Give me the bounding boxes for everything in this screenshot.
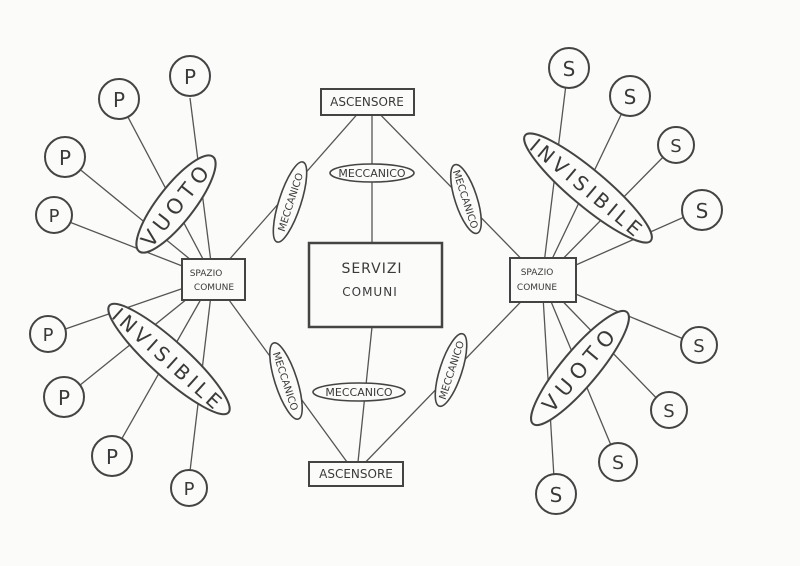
- svg-text:S: S: [693, 336, 704, 357]
- svg-text:COMUNI: COMUNI: [342, 285, 397, 299]
- svg-text:VUOTO: VUOTO: [538, 320, 624, 416]
- p-node: P: [29, 315, 67, 353]
- s-node: S: [680, 326, 718, 364]
- svg-text:VUOTO: VUOTO: [136, 158, 217, 252]
- vuoto-left-label: VUOTO: [135, 154, 217, 254]
- spazio-comune-right-box: SPAZIO COMUNE: [509, 257, 577, 303]
- meccanico-center-top: MECCANICO: [329, 163, 415, 183]
- svg-text:S: S: [670, 136, 681, 157]
- svg-text:S: S: [663, 401, 674, 422]
- svg-text:INVISIBILE: INVISIBILE: [525, 134, 650, 244]
- svg-text:ASCENSORE: ASCENSORE: [330, 95, 404, 109]
- svg-text:SPAZIO: SPAZIO: [190, 269, 223, 279]
- invisibile-left-label: INVISIBILE: [107, 302, 231, 416]
- p-node: P: [169, 55, 211, 97]
- svg-text:COMUNE: COMUNE: [517, 283, 557, 293]
- svg-text:INVISIBILE: INVISIBILE: [107, 303, 229, 416]
- invisibile-right-label: INVISIBILE: [523, 132, 653, 244]
- servizi-comuni-box: SERVIZI COMUNI: [307, 241, 444, 329]
- svg-text:S: S: [550, 483, 563, 507]
- ascensore-top-box: ASCENSORE: [320, 88, 415, 116]
- svg-text:P: P: [49, 206, 60, 227]
- s-node: S: [548, 47, 590, 89]
- svg-text:S: S: [612, 452, 624, 474]
- p-node: P: [170, 469, 208, 507]
- meccanico-bottom-right: MECCANICO: [434, 332, 468, 408]
- svg-text:SERVIZI: SERVIZI: [341, 261, 402, 277]
- svg-text:S: S: [563, 57, 576, 81]
- p-node: P: [35, 196, 73, 234]
- p-node: P: [91, 435, 133, 477]
- s-node: S: [609, 75, 651, 117]
- svg-text:COMUNE: COMUNE: [194, 283, 234, 293]
- svg-text:P: P: [184, 479, 195, 500]
- p-node: P: [98, 78, 140, 120]
- meccanico-top-right: MECCANICO: [450, 163, 483, 235]
- meccanico-center-bottom: MECCANICO: [312, 382, 406, 402]
- vuoto-right-label: VUOTO: [530, 309, 630, 427]
- s-node: S: [650, 391, 688, 429]
- meccanico-bottom-left: MECCANICO: [269, 342, 303, 420]
- svg-text:S: S: [624, 85, 637, 109]
- svg-text:P: P: [43, 325, 54, 346]
- svg-text:SPAZIO: SPAZIO: [521, 268, 554, 278]
- svg-text:P: P: [113, 88, 125, 112]
- svg-text:S: S: [696, 199, 709, 223]
- svg-text:P: P: [59, 146, 71, 170]
- svg-text:P: P: [106, 445, 118, 469]
- p-node: P: [44, 136, 86, 178]
- ascensore-bottom-box: ASCENSORE: [308, 461, 404, 487]
- spazio-comune-left-box: SPAZIO COMUNE: [181, 258, 246, 301]
- svg-text:ASCENSORE: ASCENSORE: [319, 467, 393, 481]
- s-node: S: [681, 189, 723, 231]
- svg-text:P: P: [58, 386, 70, 410]
- svg-text:MECCANICO: MECCANICO: [338, 167, 405, 180]
- meccanico-top-left: MECCANICO: [272, 161, 308, 243]
- s-node: S: [657, 126, 695, 164]
- s-node: S: [598, 442, 638, 482]
- p-node: P: [43, 376, 85, 418]
- s-node: S: [535, 473, 577, 515]
- svg-text:P: P: [184, 65, 196, 89]
- svg-text:MECCANICO: MECCANICO: [325, 386, 392, 399]
